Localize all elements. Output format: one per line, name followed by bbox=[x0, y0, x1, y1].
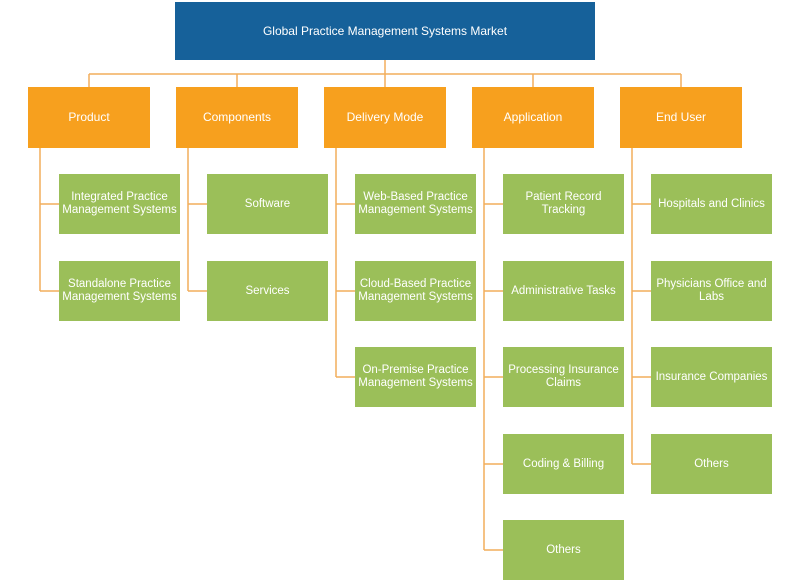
leaf-label: Coding & Billing bbox=[522, 457, 605, 470]
leaf-label: Web-Based Practice Management Systems bbox=[358, 191, 473, 216]
leaf-components-services: Services bbox=[207, 261, 328, 321]
category-label: Product bbox=[68, 110, 110, 124]
leaf-application-others: Others bbox=[503, 520, 624, 580]
leaf-label: Others bbox=[546, 543, 581, 556]
root-node: Global Practice Management Systems Marke… bbox=[175, 2, 595, 60]
leaf-label: Integrated Practice Management Systems bbox=[62, 191, 177, 216]
leaf-application-processing-insurance-claims: Processing Insurance Claims bbox=[503, 347, 624, 407]
leaf-label: On-Premise Practice Management Systems bbox=[358, 364, 473, 389]
leaf-label: Patient Record Tracking bbox=[525, 191, 602, 216]
leaf-end-user-physicians-office-and-labs: Physicians Office and Labs bbox=[651, 261, 772, 321]
leaf-label: Hospitals and Clinics bbox=[658, 197, 765, 210]
category-label: Application bbox=[503, 110, 563, 124]
leaf-end-user-hospitals-and-clinics: Hospitals and Clinics bbox=[651, 174, 772, 234]
category-application: Application bbox=[472, 87, 594, 148]
leaf-label: Services bbox=[245, 284, 290, 297]
leaf-end-user-others: Others bbox=[651, 434, 772, 494]
root-title: Global Practice Management Systems Marke… bbox=[262, 23, 508, 38]
leaf-application-coding-and-billing: Coding & Billing bbox=[503, 434, 624, 494]
category-label: Delivery Mode bbox=[346, 110, 424, 124]
leaf-label: Software bbox=[244, 197, 291, 210]
leaf-application-patient-record-tracking: Patient Record Tracking bbox=[503, 174, 624, 234]
leaf-delivery-mode-on-premise-practice-management-systems: On-Premise Practice Management Systems bbox=[355, 347, 476, 407]
leaf-label: Insurance Companies bbox=[655, 370, 768, 383]
category-product: Product bbox=[28, 87, 150, 148]
category-components: Components bbox=[176, 87, 298, 148]
leaf-product-integrated-practice-management-systems: Integrated Practice Management Systems bbox=[59, 174, 180, 234]
leaf-label: Physicians Office and Labs bbox=[656, 278, 767, 303]
category-label: Components bbox=[202, 110, 272, 124]
leaf-end-user-insurance-companies: Insurance Companies bbox=[651, 347, 772, 407]
category-label: End User bbox=[655, 110, 707, 124]
leaf-application-administrative-tasks: Administrative Tasks bbox=[503, 261, 624, 321]
category-end-user: End User bbox=[620, 87, 742, 148]
leaf-label: Processing Insurance Claims bbox=[508, 364, 619, 389]
leaf-label: Standalone Practice Management Systems bbox=[62, 278, 177, 303]
leaf-product-standalone-practice-management-systems: Standalone Practice Management Systems bbox=[59, 261, 180, 321]
leaf-label: Cloud-Based Practice Management Systems bbox=[358, 278, 473, 303]
leaf-delivery-mode-web-based-practice-management-systems: Web-Based Practice Management Systems bbox=[355, 174, 476, 234]
category-delivery-mode: Delivery Mode bbox=[324, 87, 446, 148]
leaf-label: Administrative Tasks bbox=[511, 284, 616, 297]
leaf-components-software: Software bbox=[207, 174, 328, 234]
leaf-label: Others bbox=[694, 457, 729, 470]
leaf-delivery-mode-cloud-based-practice-management-systems: Cloud-Based Practice Management Systems bbox=[355, 261, 476, 321]
